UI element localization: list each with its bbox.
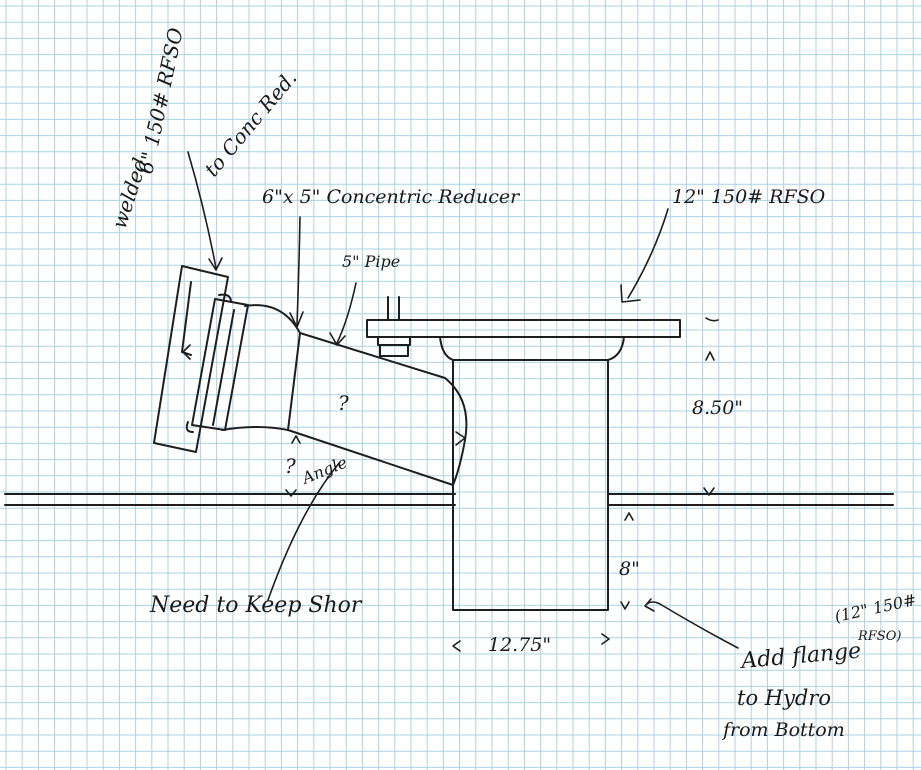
flange-12-plate xyxy=(366,319,681,338)
dim-height-top-arrow xyxy=(705,351,715,361)
pipe-5-saddle-end xyxy=(444,377,468,486)
flange-6-bolt-top xyxy=(218,293,232,303)
label-note-flange-b: RFSO) xyxy=(857,629,901,644)
label-dim-width: 12.75" xyxy=(488,634,551,656)
pipe-end-arrow xyxy=(455,431,466,446)
leader-arrows xyxy=(187,151,739,649)
label-add-flange: Add flange xyxy=(738,639,862,675)
label-unknown-pipe: ? xyxy=(338,391,349,415)
label-to-hydro: to Hydro xyxy=(737,686,831,710)
flange-6-plate xyxy=(153,265,229,453)
reducer-pipe-joint xyxy=(287,332,301,431)
dimension-marks xyxy=(182,317,719,652)
label-dim-bottom: 8" xyxy=(619,558,640,580)
flange-6-bolt-bottom xyxy=(185,421,194,433)
pipe-5-top-edge xyxy=(299,332,446,379)
bolt-nut-top xyxy=(377,336,411,346)
label-flange-12: 12" 150# RFSO xyxy=(672,186,826,208)
dim-height-bottom-arrow xyxy=(703,487,715,496)
leader-reducer xyxy=(296,216,301,326)
flange-12-hub xyxy=(439,336,625,361)
leader-flange-6 xyxy=(187,151,217,269)
leader-add-flange xyxy=(646,601,739,649)
pipe-5-bottom-edge xyxy=(287,429,454,486)
label-pipe-5: 5" Pipe xyxy=(342,252,400,271)
leader-angle-note xyxy=(267,461,341,601)
label-reducer: 6"x 5" Concentric Reducer xyxy=(262,186,521,208)
dim-bottom-top-arrow xyxy=(624,512,634,521)
dim-width-left-arrow xyxy=(452,640,461,652)
dim-width-right-arrow xyxy=(601,633,610,645)
label-dim-height: 8.50" xyxy=(692,397,743,419)
angle-bottom-arrow xyxy=(285,489,297,497)
bolt-nut-bottom xyxy=(379,344,409,357)
leader-flange-12 xyxy=(627,208,669,299)
angle-top-arrow xyxy=(291,435,301,444)
dim-bottom-bottom-arrow xyxy=(620,601,630,610)
label-to-conc-red: to Conc Red. xyxy=(199,66,301,181)
label-welded: welded xyxy=(107,155,152,232)
angled-branch-assembly xyxy=(153,265,468,486)
reducer-bottom-edge xyxy=(221,426,289,431)
flange-6-arrow xyxy=(182,344,191,360)
label-note-flange-a: (12" 150# xyxy=(833,590,918,626)
stray-mark xyxy=(705,317,719,322)
leader-pipe-5 xyxy=(336,282,357,344)
reducer-top-edge xyxy=(244,304,301,334)
flange-6-weld-line xyxy=(212,309,235,426)
label-angle-question: ? xyxy=(285,454,296,478)
ground-line xyxy=(4,493,894,506)
flange-6-inner-mark xyxy=(181,281,192,356)
label-flange-6: 6" 150# RFSO xyxy=(133,26,187,176)
label-need-keep-short: Need to Keep Shor xyxy=(149,593,363,618)
label-from-bottom: from Bottom xyxy=(721,719,845,741)
